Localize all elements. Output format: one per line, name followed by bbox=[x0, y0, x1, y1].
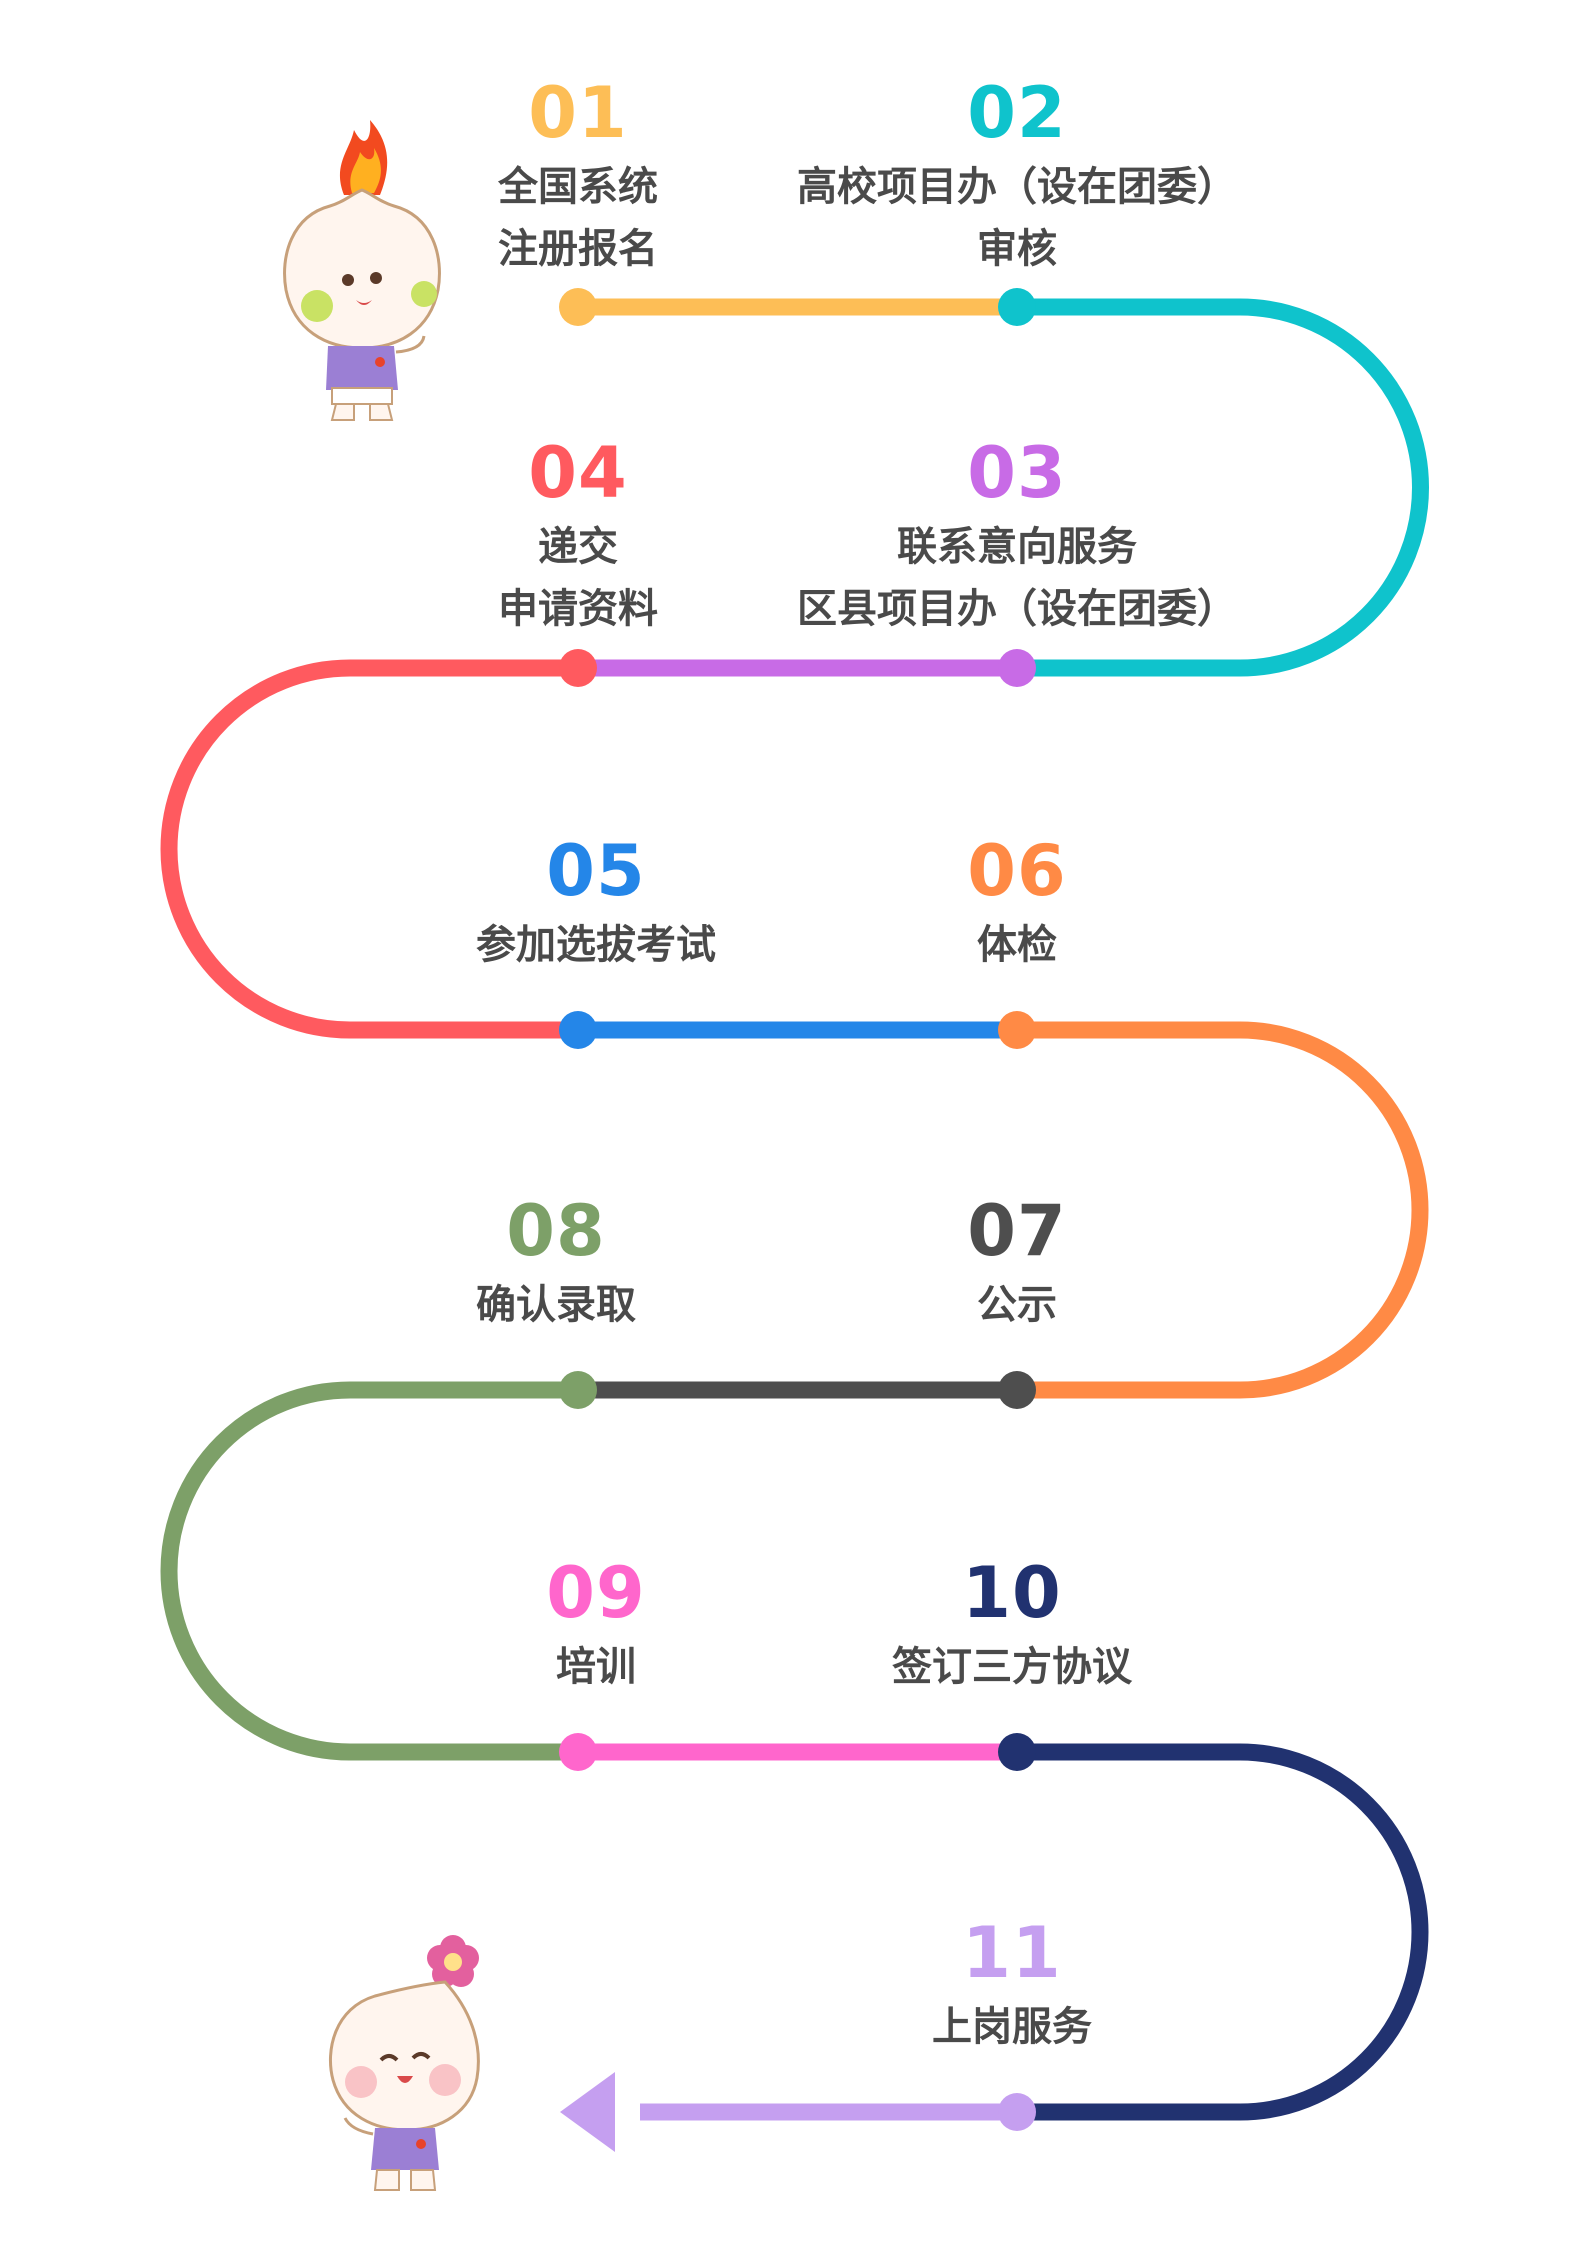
node-01 bbox=[559, 288, 597, 326]
step-label: 上岗服务 bbox=[932, 2004, 1092, 2050]
step-label: 高校项目办（设在团委） bbox=[797, 164, 1237, 210]
flower-mascot-icon bbox=[328, 1935, 480, 2191]
step-02: 02 高校项目办（设在团委） 审核 bbox=[697, 72, 1337, 278]
step-label: 联系意向服务 bbox=[897, 524, 1137, 570]
flame-mascot-icon bbox=[283, 120, 441, 421]
step-number: 01 bbox=[528, 72, 628, 154]
node-08 bbox=[559, 1371, 597, 1409]
step-number: 02 bbox=[967, 72, 1067, 154]
step-label: 确认录取 bbox=[476, 1282, 636, 1328]
end-arrow-icon bbox=[560, 2072, 615, 2152]
step-label: 审核 bbox=[977, 226, 1057, 272]
step-label: 培训 bbox=[556, 1644, 636, 1690]
step-number: 11 bbox=[962, 1912, 1062, 1994]
node-10 bbox=[998, 1733, 1036, 1771]
node-06 bbox=[998, 1011, 1036, 1049]
step-07: 07 公示 bbox=[697, 1190, 1337, 1334]
step-label: 全国系统 bbox=[498, 164, 658, 210]
step-label: 公示 bbox=[977, 1282, 1057, 1328]
segment-02 bbox=[1017, 298, 1429, 677]
step-10: 10 签订三方协议 bbox=[692, 1552, 1332, 1696]
step-04: 04 递交申请资料 bbox=[258, 432, 898, 638]
path-segments bbox=[160, 298, 1429, 2152]
step-11: 11 上岗服务 bbox=[692, 1912, 1332, 2056]
segment-10 bbox=[1017, 1743, 1429, 2121]
step-09: 09 培训 bbox=[276, 1552, 916, 1696]
step-03: 03 联系意向服务区县项目办（设在团委） bbox=[697, 432, 1337, 638]
node-03 bbox=[998, 649, 1036, 687]
step-number: 03 bbox=[967, 432, 1067, 514]
step-label: 申请资料 bbox=[498, 586, 658, 632]
step-number: 06 bbox=[967, 830, 1067, 912]
step-number: 09 bbox=[546, 1552, 646, 1634]
path-nodes bbox=[559, 288, 1036, 2131]
node-07 bbox=[998, 1371, 1036, 1409]
segment-06 bbox=[1017, 1021, 1429, 1399]
step-label: 参加选拔考试 bbox=[476, 922, 716, 968]
node-04 bbox=[559, 649, 597, 687]
step-01: 01 全国系统注册报名 bbox=[258, 72, 898, 278]
node-09 bbox=[559, 1733, 597, 1771]
node-05 bbox=[559, 1011, 597, 1049]
step-label: 体检 bbox=[977, 922, 1057, 968]
node-11 bbox=[998, 2093, 1036, 2131]
step-08: 08 确认录取 bbox=[236, 1190, 876, 1334]
step-06: 06 体检 bbox=[697, 830, 1337, 974]
step-number: 08 bbox=[506, 1190, 606, 1272]
step-label: 注册报名 bbox=[498, 226, 658, 272]
node-02 bbox=[998, 288, 1036, 326]
step-05: 05 参加选拔考试 bbox=[276, 830, 916, 974]
segment-04 bbox=[160, 659, 578, 1039]
step-number: 10 bbox=[962, 1552, 1062, 1634]
step-label: 递交 bbox=[538, 524, 618, 570]
step-number: 07 bbox=[967, 1190, 1067, 1272]
step-label: 签订三方协议 bbox=[892, 1644, 1132, 1690]
step-label: 区县项目办（设在团委） bbox=[797, 586, 1237, 632]
step-number: 05 bbox=[546, 830, 646, 912]
step-number: 04 bbox=[528, 432, 628, 514]
segment-08 bbox=[160, 1381, 578, 1761]
